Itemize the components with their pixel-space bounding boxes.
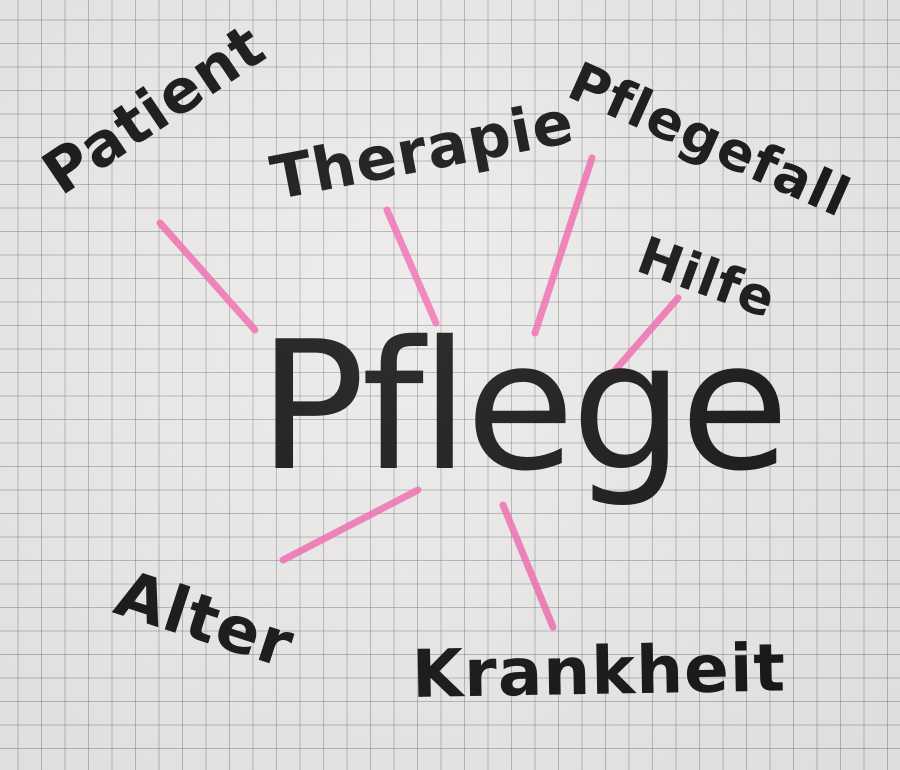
connector-krankheit <box>499 501 557 631</box>
center-word: Pflege <box>258 303 789 510</box>
connector-hilfe <box>607 294 682 379</box>
connector-patient <box>156 219 259 334</box>
connector-pflegefall <box>531 154 596 337</box>
branch-krankheit: Krankheit <box>411 629 787 713</box>
connector-therapie <box>383 206 440 327</box>
connector-alter <box>279 486 422 564</box>
